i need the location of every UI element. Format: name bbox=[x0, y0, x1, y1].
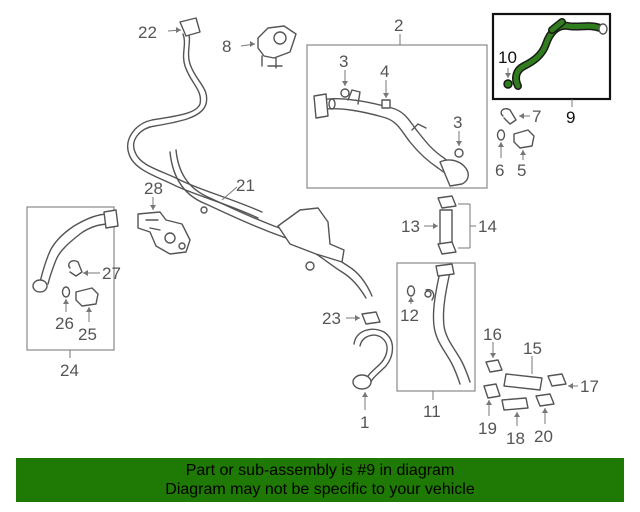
label-11: 11 bbox=[423, 402, 441, 421]
label-3a: 3 bbox=[339, 52, 348, 71]
label-7: 7 bbox=[532, 107, 541, 126]
label-13: 13 bbox=[401, 217, 420, 236]
label-20: 20 bbox=[534, 427, 553, 446]
label-14: 14 bbox=[478, 217, 497, 236]
label-1: 1 bbox=[360, 413, 369, 432]
part-11-pipe bbox=[424, 263, 471, 385]
label-6: 6 bbox=[495, 161, 504, 180]
part-26-seal bbox=[61, 286, 71, 298]
label-19: 19 bbox=[478, 419, 497, 438]
label-21: 21 bbox=[236, 176, 255, 195]
group-box-11 bbox=[396, 262, 476, 392]
part-15-hose bbox=[503, 373, 543, 391]
part-8-valve bbox=[257, 25, 297, 69]
part-4-bolt bbox=[381, 99, 391, 109]
label-25: 25 bbox=[78, 325, 97, 344]
label-10: 10 bbox=[498, 48, 517, 67]
part-9-coolant-pipe bbox=[512, 18, 608, 90]
label-5: 5 bbox=[517, 161, 526, 180]
part-3b-oring bbox=[454, 148, 464, 158]
label-9: 9 bbox=[566, 108, 575, 127]
label-3b: 3 bbox=[453, 113, 462, 132]
part-21-pipe bbox=[169, 149, 373, 299]
part-17-clamp bbox=[547, 373, 567, 387]
part-7-clip bbox=[500, 107, 517, 125]
label-16: 16 bbox=[483, 325, 502, 344]
part-22-hose bbox=[127, 17, 263, 219]
banner-line-1: Part or sub-assembly is #9 in diagram bbox=[185, 462, 455, 479]
group-box-2 bbox=[306, 44, 488, 189]
part-28-housing bbox=[137, 211, 191, 255]
label-18: 18 bbox=[506, 429, 525, 448]
label-15: 15 bbox=[523, 339, 542, 358]
part-10-seal bbox=[503, 79, 513, 89]
label-8: 8 bbox=[222, 37, 231, 56]
part-6-seal bbox=[496, 129, 506, 141]
label-17: 17 bbox=[580, 377, 599, 396]
part-5-sensor bbox=[513, 129, 535, 149]
banner-line-2: Diagram may not be specific to your vehi… bbox=[165, 481, 475, 498]
callout-arrowheads bbox=[63, 27, 573, 417]
part-14b-clamp bbox=[437, 241, 457, 255]
part-2-pipe bbox=[313, 89, 469, 187]
part-27-clip bbox=[68, 259, 83, 277]
part-16-clamp bbox=[485, 359, 503, 373]
part-12-oring bbox=[406, 285, 416, 297]
part-18-hose bbox=[501, 397, 529, 411]
label-26: 26 bbox=[55, 314, 74, 333]
part-19-clamp bbox=[483, 383, 501, 399]
label-4: 4 bbox=[380, 62, 389, 81]
part-3a-oring bbox=[340, 88, 350, 98]
part-25-sensor bbox=[75, 287, 99, 307]
part-20-clamp bbox=[535, 393, 555, 407]
label-23: 23 bbox=[322, 309, 341, 328]
part-23-clamp bbox=[361, 311, 381, 325]
part-13-hose bbox=[439, 209, 453, 245]
label-24: 24 bbox=[60, 361, 79, 380]
label-2: 2 bbox=[394, 16, 403, 35]
part-1-hose bbox=[352, 328, 394, 390]
parts-diagram: 22 8 2 3 4 3 10 9 7 6 5 21 28 13 14 27 2… bbox=[26, 12, 612, 448]
label-12: 12 bbox=[400, 306, 419, 325]
label-27: 27 bbox=[102, 264, 121, 283]
group-box-9 bbox=[491, 12, 612, 101]
label-22: 22 bbox=[138, 23, 157, 42]
part-24-hose bbox=[32, 209, 119, 293]
info-banner: Part or sub-assembly is #9 in diagram Di… bbox=[16, 458, 624, 502]
part-14a-clamp bbox=[437, 195, 457, 209]
label-28: 28 bbox=[144, 179, 163, 198]
